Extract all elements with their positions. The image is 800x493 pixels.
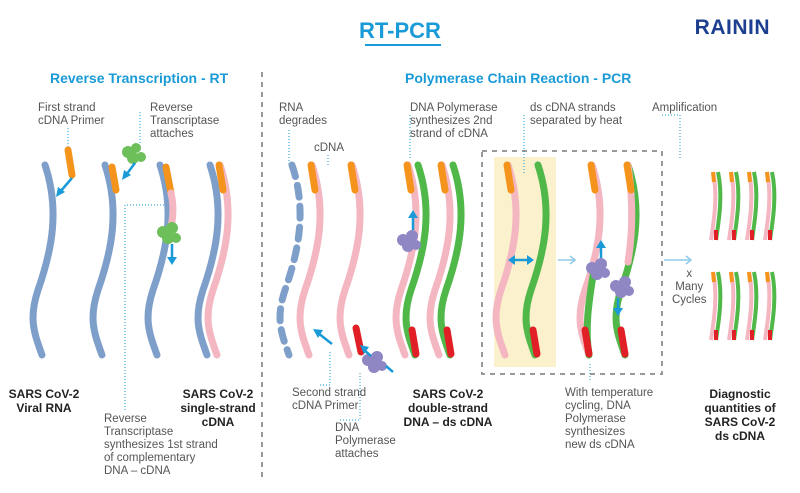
label-ds-separated: ds cDNA strands separated by heat bbox=[530, 102, 623, 127]
section-title-rt: Reverse Transcription - RT bbox=[50, 70, 229, 86]
title-underline bbox=[365, 44, 441, 46]
label-single-strand-cdna: SARS CoV-2 single-strand cDNA bbox=[180, 387, 256, 429]
amplified-copies bbox=[709, 171, 777, 341]
rt-enzyme-synthesizing bbox=[157, 222, 181, 244]
label-rna-degrades: RNA degrades bbox=[279, 102, 327, 127]
label-rt-synthesizes: Reverse Transcriptase synthesizes 1st st… bbox=[104, 413, 218, 477]
polymerase-synthesizing bbox=[397, 230, 421, 252]
cdna-strand-2 bbox=[336, 161, 364, 359]
brand-logo: RAININ bbox=[694, 16, 770, 39]
label-double-strand-dna: SARS CoV-2 double-strand DNA – ds cDNA bbox=[403, 387, 493, 429]
rna-strand-4 bbox=[194, 161, 222, 359]
first-strand-primer bbox=[64, 146, 76, 179]
label-temperature-cycling: With temperature cycling, DNA Polymerase… bbox=[565, 387, 654, 451]
label-many-cycles: x Many Cycles bbox=[672, 268, 707, 306]
single-strand-cdna bbox=[204, 161, 232, 359]
reverse-transcriptase-enzyme bbox=[122, 143, 146, 164]
second-strand bbox=[402, 161, 430, 359]
label-rt-attaches: Reverse Transcriptase attaches bbox=[150, 102, 220, 140]
label-amplification: Amplification bbox=[652, 102, 718, 114]
second-strand-primer bbox=[352, 324, 365, 356]
viral-rna-strand bbox=[29, 161, 57, 359]
arrow-head bbox=[56, 187, 65, 197]
label-dna-polymerase-synthesizes: DNA Polymerase synthesizes 2nd strand of… bbox=[410, 102, 498, 140]
page-title: RT-PCR bbox=[359, 18, 441, 43]
label-first-strand-primer: First strand cDNA Primer bbox=[38, 102, 105, 127]
rna-strand-3 bbox=[144, 161, 172, 359]
label-diagnostic-quantities: Diagnostic quantities of SARS CoV-2 ds c… bbox=[704, 387, 776, 443]
label-second-strand-primer: Second strand cDNA Primer bbox=[292, 387, 367, 412]
label-dna-polymerase-attaches: DNA Polymerase attaches bbox=[335, 422, 396, 460]
leader-lines bbox=[67, 112, 681, 421]
ds-cdna-strand bbox=[437, 161, 465, 359]
label-cdna: cDNA bbox=[314, 142, 345, 154]
rna-strand-2 bbox=[89, 161, 117, 359]
dna-polymerase-enzyme bbox=[362, 351, 387, 373]
pcr-cycle-frame bbox=[481, 150, 663, 375]
section-title-pcr: Polymerase Chain Reaction - PCR bbox=[405, 70, 632, 86]
primer-2 bbox=[108, 163, 120, 194]
degrading-rna bbox=[276, 161, 304, 359]
label-viral-rna: SARS CoV-2 Viral RNA bbox=[8, 387, 80, 415]
cdna-strand bbox=[296, 161, 324, 359]
arrow-primer-bind bbox=[59, 177, 73, 193]
